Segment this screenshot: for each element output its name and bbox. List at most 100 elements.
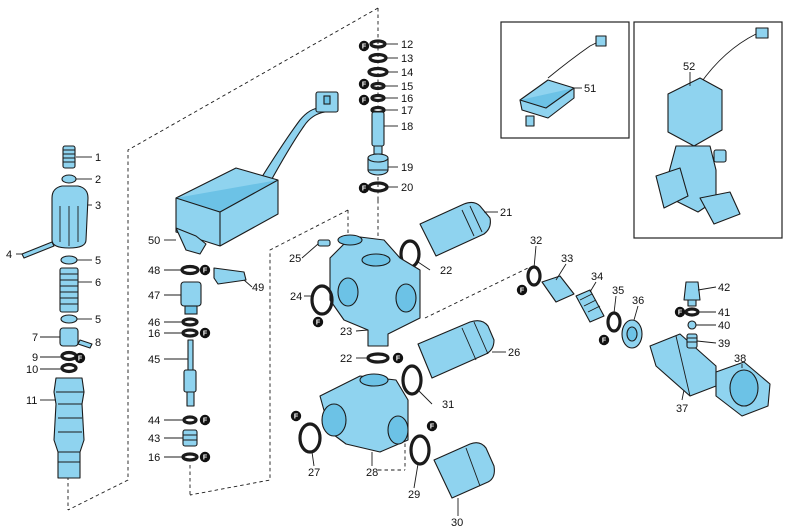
part-48-ring: [180, 264, 200, 276]
inset-51: [500, 21, 630, 139]
part-28-tee: [319, 373, 409, 453]
part-33-seat: [541, 275, 575, 303]
part-21-fitting: [419, 201, 491, 257]
label-4: 4: [6, 249, 12, 261]
main-valve-body: [298, 201, 495, 499]
label-18: 18: [401, 121, 413, 133]
left-nozzle-assembly: [21, 145, 93, 479]
part-46-ring: [181, 317, 199, 327]
label-17: 17: [401, 105, 413, 117]
f-badge-12: [358, 40, 370, 52]
f-badge-24: [312, 316, 324, 328]
label-44: 44: [148, 415, 160, 427]
label-22a: 22: [440, 265, 452, 277]
part-40-ball: [687, 320, 697, 330]
part-19-seat: [367, 153, 389, 176]
part-8-clip: [77, 339, 93, 349]
part-44-ring: [182, 415, 198, 425]
part-4-pin: [21, 241, 55, 259]
label-46: 46: [148, 317, 160, 329]
label-2: 2: [95, 174, 101, 186]
part-9-ring: [60, 350, 78, 362]
part-45-valve-stem: [183, 339, 197, 407]
f-badge-35: [598, 334, 610, 346]
inset-52: [633, 21, 783, 239]
part-11-nozzle-body: [53, 377, 85, 479]
part-14-ring: [367, 66, 389, 78]
label-47: 47: [148, 290, 160, 302]
label-39: 39: [718, 338, 730, 350]
label-13: 13: [401, 53, 413, 65]
label-20: 20: [401, 182, 413, 194]
part-23-body: [329, 234, 421, 347]
part-37-fitting: [649, 333, 717, 397]
f-badge-9: [74, 352, 86, 364]
part-38-nut: [715, 361, 771, 417]
label-21: 21: [500, 207, 512, 219]
part-5-washer-b: [60, 314, 78, 324]
label-3: 3: [95, 200, 101, 212]
part-39-spring: [686, 333, 698, 349]
label-29: 29: [408, 489, 420, 501]
part-16-ring-c: [181, 452, 199, 462]
part-41-ring: [684, 307, 700, 317]
label-19: 19: [401, 162, 413, 174]
part-32-ring: [526, 265, 542, 287]
label-45: 45: [148, 354, 160, 366]
label-33: 33: [561, 253, 573, 265]
part-35-ring: [606, 311, 622, 333]
part-24-ring: [310, 284, 334, 316]
part-18-piston: [371, 111, 385, 155]
label-23: 23: [340, 326, 352, 338]
f-badge-32: [516, 284, 528, 296]
part-50-cable: [259, 107, 326, 187]
f-badge-48: [199, 264, 211, 276]
part-2-washer: [61, 174, 77, 184]
f-badge-16: [358, 94, 370, 106]
label-16c: 16: [148, 452, 160, 464]
label-5a: 5: [95, 255, 101, 267]
f-badge-29: [426, 420, 438, 432]
label-42: 42: [718, 282, 730, 294]
part-50-connector: [315, 91, 339, 113]
part-1-spring: [62, 145, 76, 169]
f-badge-44: [199, 414, 211, 426]
label-36: 36: [632, 295, 644, 307]
label-32: 32: [530, 235, 542, 247]
label-1: 1: [95, 152, 101, 164]
part-49-clip: [213, 267, 247, 285]
label-7: 7: [32, 332, 38, 344]
f-badge-27: [290, 410, 302, 422]
label-11: 11: [26, 395, 37, 407]
label-16b: 16: [148, 328, 160, 340]
label-28: 28: [366, 467, 378, 479]
part-31-ring: [401, 364, 423, 396]
part-30-fitting: [433, 442, 495, 499]
label-49: 49: [252, 282, 264, 294]
label-12: 12: [401, 39, 413, 51]
label-34: 34: [591, 271, 603, 283]
label-24: 24: [290, 291, 302, 303]
label-31: 31: [442, 399, 454, 411]
part-16-ring-b: [181, 328, 199, 338]
label-27: 27: [308, 467, 320, 479]
part-16-ring-a: [370, 93, 386, 103]
part-34-spring: [575, 289, 605, 323]
label-30: 30: [451, 517, 463, 529]
label-35: 35: [612, 285, 624, 297]
part-29-ring: [409, 434, 431, 466]
label-50: 50: [148, 235, 160, 247]
label-22b: 22: [340, 353, 352, 365]
label-40: 40: [718, 320, 730, 332]
part-43-spring: [182, 429, 198, 447]
label-5b: 5: [95, 314, 101, 326]
label-9: 9: [32, 352, 38, 364]
pressure-switch-assembly: [175, 91, 339, 462]
part-7-nut: [59, 327, 79, 347]
part-36-nut: [621, 319, 643, 349]
f-badge-15: [358, 78, 370, 90]
label-10: 10: [26, 364, 38, 376]
f-badge-20: [358, 182, 370, 194]
label-43: 43: [148, 433, 160, 445]
